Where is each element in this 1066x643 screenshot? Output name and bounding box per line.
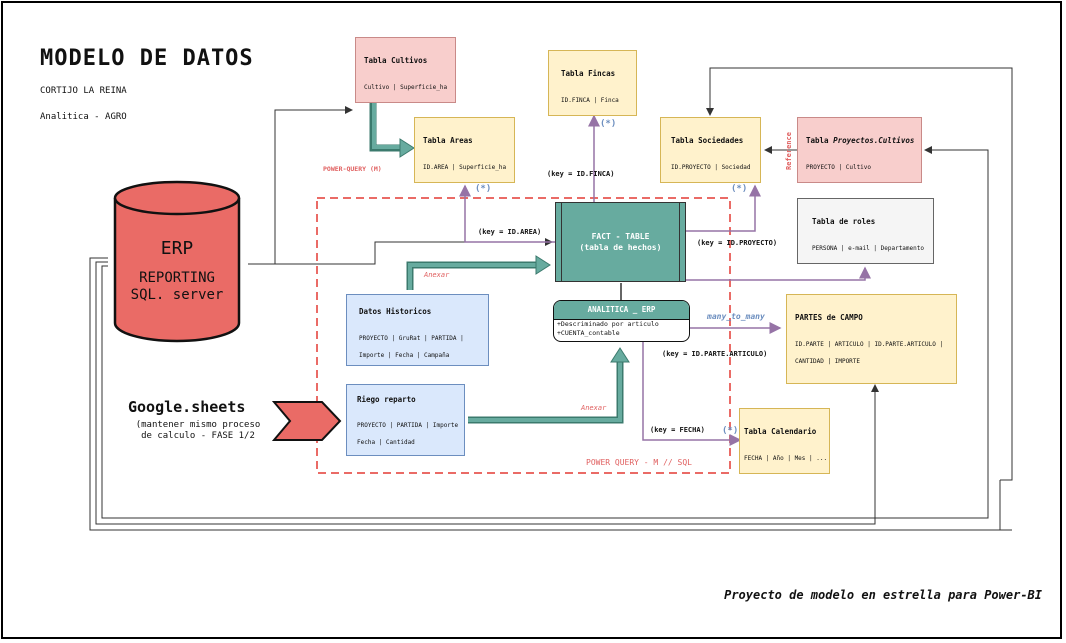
key-finca-label: (key = ID.FINCA) [547,170,615,178]
edge-fact-areas [459,184,555,243]
table-title: Tabla Cultivos [364,56,428,65]
table-title: PARTES de CAMPO [795,313,863,322]
table-fields: FECHA | Año | Mes | ... [744,455,828,462]
table-calendario[interactable]: Tabla Calendario FECHA | Año | Mes | ... [739,408,830,474]
edge-fact-roles [686,266,871,281]
analitica-line2: +CUENTA_contable [557,329,620,337]
table-title-italic: Proyectos.Cultivos [833,136,915,145]
table-fields: Cultivo | Superficie_ha [364,84,448,91]
table-fields-1: PROYECTO | GruRat | PARTIDA | [359,335,464,342]
fact-subtitle: (tabla de hechos) [579,243,662,252]
table-cultivos[interactable]: Tabla Cultivos Cultivo | Superficie_ha [355,37,456,103]
google-note-2: de calculo - FASE 1/2 [141,431,255,441]
anexar-label-1: Anexar [424,271,450,279]
edge-cultivos-areas [369,100,403,152]
anexar-label-2: Anexar [581,404,607,412]
cardinality-star-areas: (*) [475,184,492,194]
table-riego-reparto[interactable]: Riego reparto PROYECTO | PARTIDA | Impor… [346,384,465,456]
table-title: Tabla Sociedades [671,136,744,145]
table-title: Tabla de roles [812,217,876,226]
key-area-label: (key = ID.AREA) [478,228,542,236]
table-fields-2: Fecha | Cantidad [357,439,415,446]
pq-sql-label: POWER QUERY - M // SQL [586,458,692,467]
erp-line2: SQL. server [130,287,224,303]
table-title: Tabla Proyectos.Cultivos [806,136,914,145]
footer-caption: Proyecto de modelo en estrella para Powe… [724,588,1042,602]
table-fields-2: CANTIDAD | IMPORTE [795,358,861,365]
reference-label: Reference [785,132,793,170]
cardinality-star-calendario: (*) [722,426,739,436]
table-title: Tabla Fincas [561,69,616,78]
key-proyecto-label: (key = ID.PROYECTO) [697,239,778,247]
erp-line1: REPORTING [139,270,215,286]
fact-table[interactable]: FACT - TABLE (tabla de hechos) [555,202,686,282]
chevron-arrow-icon [272,401,342,441]
table-title: Datos Historicos [359,307,432,316]
erp-database-icon [113,180,241,343]
key-parte-label: (key = ID.PARTE.ARTICULO) [662,350,768,358]
analitica-erp-table[interactable]: ANALITICA _ ERP +Descriminado por articu… [553,300,690,342]
table-datos-historicos[interactable]: Datos Historicos PROYECTO | GruRat | PAR… [346,294,489,366]
table-roles[interactable]: Tabla de roles PERSONA | e-mail | Depart… [797,198,934,264]
table-fields: ID.AREA | Superficie_ha [423,164,507,171]
table-fields: PROYECTO | Cultivo [806,164,872,171]
page-subtitle-2: Analitica - AGRO [40,112,127,122]
page-subtitle: CORTIJO LA REINA [40,86,127,96]
erp-title: ERP [160,238,194,259]
edge-loop-4 [706,67,1013,481]
edge-erp-fact [248,238,553,265]
table-title: Tabla Areas [423,136,473,145]
table-areas[interactable]: Tabla Areas ID.AREA | Superficie_ha [414,117,515,183]
table-partes-campo[interactable]: PARTES de CAMPO ID.PARTE | ARTICULO | ID… [786,294,957,384]
power-query-m-label: POWER-QUERY (M) [323,165,382,173]
cardinality-star-fincas: (*) [600,119,617,129]
table-title: Tabla Calendario [744,427,817,436]
table-fields: PERSONA | e-mail | Departamento [812,245,924,252]
many-to-many-label: many_to_many [707,312,765,321]
key-fecha-label: (key = FECHA) [650,426,705,434]
analitica-title: ANALITICA _ ERP [554,301,689,320]
edge-analitica-calendario [642,342,742,446]
table-fields-2: Importe | Fecha | Campaña [359,352,450,359]
table-title-prefix: Tabla [806,136,834,145]
analitica-line1: +Descriminado por articulo [557,320,659,328]
table-fields: ID.PROYECTO | Sociedad [671,164,751,171]
edge-fact-sociedades [686,184,761,232]
power-query-container [316,197,731,474]
fact-title: FACT - TABLE [591,232,650,241]
edge-loop-1 [89,257,1001,531]
table-fields: ID.FINCA | Finca [561,97,619,104]
table-proyectos-cultivos[interactable]: Tabla Proyectos.Cultivos PROYECTO | Cult… [797,117,922,183]
page-title: MODELO DE DATOS [40,46,254,71]
edge-erp-cultivos [248,106,353,265]
table-fields-1: ID.PARTE | ARTICULO | ID.PARTE.ARTICULO … [795,341,944,348]
table-fincas[interactable]: Tabla Fincas ID.FINCA | Finca [548,50,637,116]
table-sociedades[interactable]: Tabla Sociedades ID.PROYECTO | Sociedad [660,117,761,183]
edge-loop-2 [95,261,879,525]
cardinality-star-sociedades: (*) [731,184,748,194]
table-title: Riego reparto [357,395,416,404]
table-fields-1: PROYECTO | PARTIDA | Importe [357,422,459,429]
google-sheets-title: Google.sheets [128,398,246,416]
edge-loop-3 [101,146,989,519]
google-note-1: (mantener mismo proceso [135,420,261,430]
